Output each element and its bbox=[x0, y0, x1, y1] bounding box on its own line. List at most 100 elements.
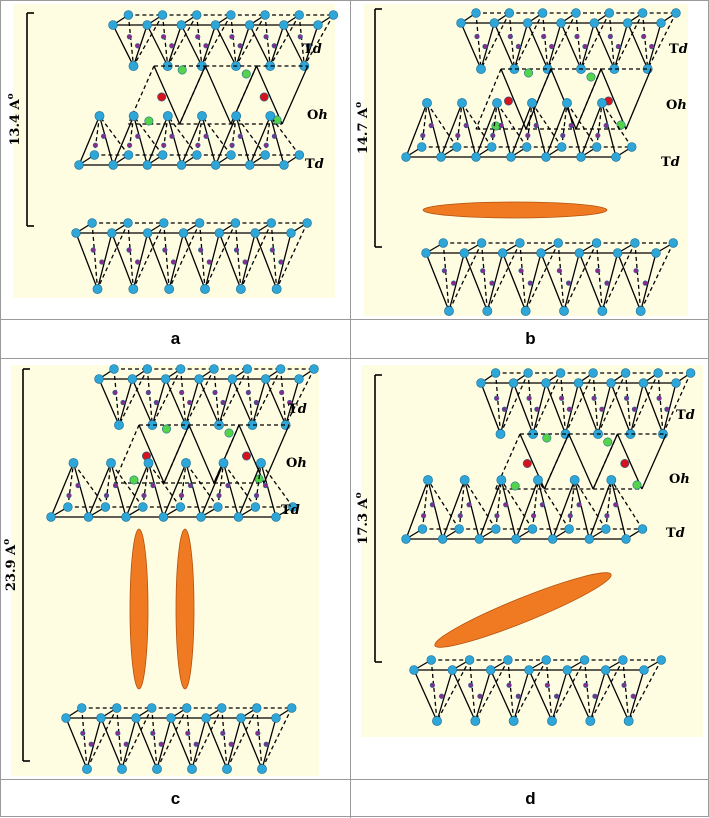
oxygen-atom bbox=[209, 364, 219, 374]
bond bbox=[657, 372, 664, 435]
oxygen-atom bbox=[265, 111, 276, 121]
bond bbox=[67, 462, 75, 508]
oxygen-atom bbox=[328, 10, 339, 20]
oxygen-atom bbox=[252, 703, 262, 713]
tetrahedral-cation bbox=[237, 43, 243, 49]
panel-b-label: b bbox=[525, 329, 536, 348]
bond bbox=[494, 372, 502, 435]
bond bbox=[486, 242, 521, 312]
oxygen-atom bbox=[128, 61, 139, 71]
oxygen-atom bbox=[522, 18, 533, 28]
bond bbox=[226, 707, 258, 770]
site-label-td: Td bbox=[676, 408, 695, 423]
angstrom-superscript: o bbox=[354, 102, 364, 108]
bond bbox=[617, 252, 642, 312]
oxygen-atom bbox=[128, 111, 139, 121]
oxygen-atom bbox=[497, 248, 508, 258]
bond bbox=[303, 24, 319, 67]
oxygen-atom bbox=[250, 228, 260, 238]
tetrahedral-cation bbox=[429, 682, 436, 688]
oxygen-atom bbox=[187, 764, 197, 774]
bond bbox=[235, 14, 266, 67]
bond bbox=[526, 102, 533, 148]
bond bbox=[460, 22, 482, 70]
green-atom bbox=[542, 433, 552, 443]
bond bbox=[110, 462, 144, 508]
oxygen-atom bbox=[447, 665, 458, 675]
tetrahedral-cation bbox=[591, 395, 597, 401]
bond bbox=[81, 707, 88, 770]
oxygen-atom bbox=[520, 306, 531, 316]
bond bbox=[601, 102, 633, 148]
oxygen-atom bbox=[591, 238, 602, 248]
oxygen-atom bbox=[584, 534, 595, 544]
bond bbox=[235, 24, 251, 67]
bond bbox=[464, 479, 497, 530]
bond bbox=[231, 378, 253, 426]
tetrahedral-cation bbox=[642, 280, 648, 286]
bond bbox=[151, 368, 182, 426]
oxygen-atom bbox=[618, 655, 628, 665]
bond bbox=[142, 462, 150, 508]
oxygen-atom bbox=[454, 524, 464, 534]
oxygen-atom bbox=[294, 10, 304, 20]
site-label-td: Td bbox=[666, 526, 685, 541]
oxygen-atom bbox=[210, 20, 221, 30]
bond bbox=[640, 242, 674, 312]
oxygen-atom bbox=[547, 534, 558, 544]
oxygen-atom bbox=[489, 18, 500, 28]
tetrahedral-cation bbox=[507, 33, 513, 40]
bond bbox=[226, 717, 242, 770]
bond bbox=[133, 115, 164, 156]
bond bbox=[525, 252, 542, 312]
tetrahedral-cation bbox=[649, 43, 655, 50]
bond bbox=[480, 382, 502, 435]
tetrahedral-cation bbox=[212, 389, 218, 396]
oxygen-atom bbox=[604, 8, 615, 18]
tetrahedral-cation bbox=[220, 730, 226, 736]
bond bbox=[205, 717, 228, 770]
bond bbox=[201, 14, 232, 67]
bond bbox=[551, 669, 568, 722]
bond bbox=[442, 479, 466, 540]
bond bbox=[507, 659, 515, 722]
tetrahedral-cation bbox=[228, 741, 234, 747]
oxygen-atom bbox=[432, 716, 442, 726]
bond bbox=[557, 242, 565, 312]
bond bbox=[540, 252, 565, 312]
bond bbox=[537, 479, 554, 540]
site-label-main: O bbox=[307, 108, 318, 123]
oxygen-atom bbox=[92, 284, 103, 294]
bond bbox=[116, 707, 123, 770]
bond bbox=[118, 368, 148, 426]
oxygen-atom bbox=[573, 378, 584, 388]
oxygen-atom bbox=[160, 374, 171, 384]
bond bbox=[405, 102, 428, 158]
angstrom-superscript: o bbox=[2, 539, 12, 545]
bond bbox=[75, 232, 99, 290]
tetrahedral-cation bbox=[253, 399, 259, 406]
tetrahedral-cation bbox=[503, 502, 509, 508]
oxygen-atom bbox=[559, 306, 569, 316]
oxygen-atom bbox=[275, 364, 286, 374]
bond bbox=[537, 479, 570, 530]
tetrahedral-cation bbox=[541, 33, 547, 40]
bond bbox=[490, 669, 515, 722]
bond bbox=[448, 252, 465, 312]
bond bbox=[118, 378, 133, 426]
bond bbox=[493, 22, 515, 70]
tetrahedral-cation bbox=[279, 389, 285, 396]
bond bbox=[261, 707, 293, 770]
tetrahedral-cation bbox=[544, 682, 551, 688]
tetrahedral-cation bbox=[613, 502, 619, 508]
bond bbox=[499, 382, 515, 435]
tetrahedral-cation bbox=[451, 280, 457, 286]
bond bbox=[531, 479, 539, 530]
bond bbox=[161, 14, 169, 67]
oxygen-atom bbox=[294, 150, 305, 160]
oxygen-atom bbox=[83, 512, 94, 522]
tetrahedral-cation bbox=[463, 122, 469, 129]
oxygen-atom bbox=[541, 655, 551, 665]
bond bbox=[519, 242, 527, 312]
tetrahedral-cation bbox=[297, 34, 303, 40]
